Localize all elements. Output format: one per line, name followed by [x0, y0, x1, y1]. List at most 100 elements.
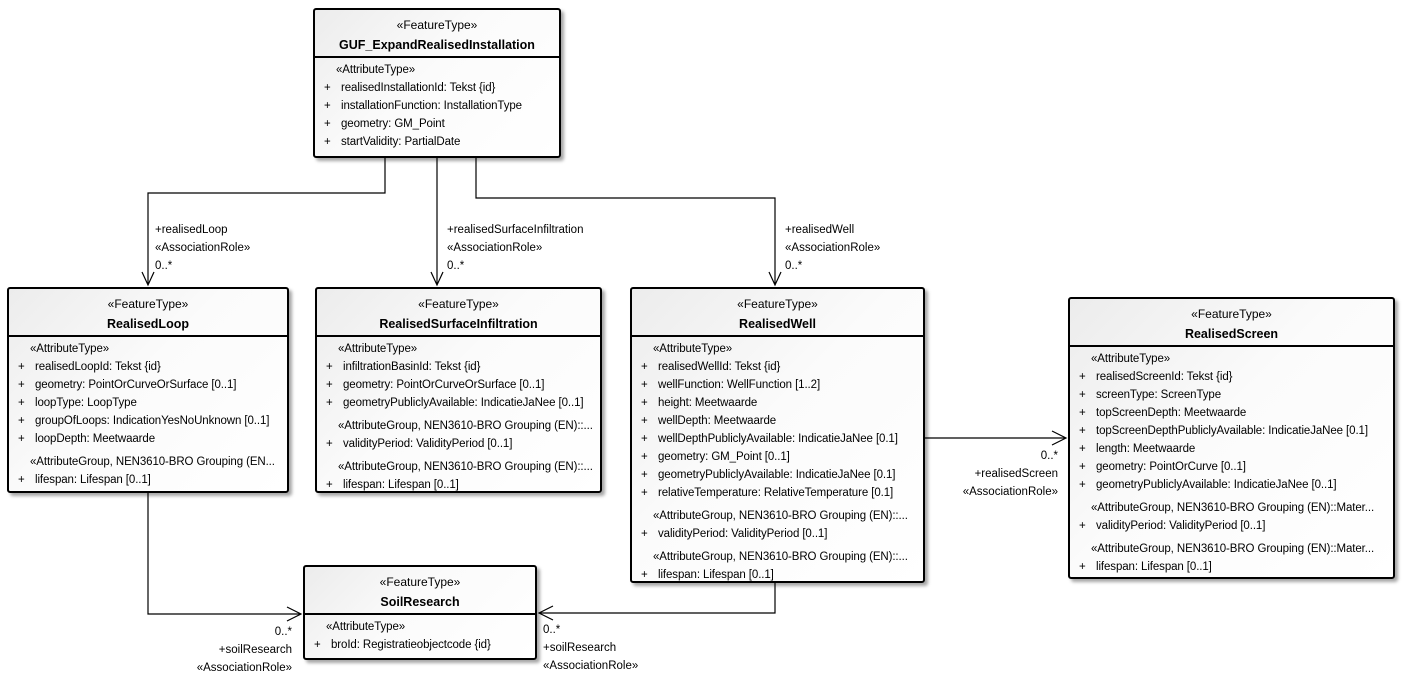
attribute-row[interactable]: «AttributeGroup, NEN3610-BRO Grouping (E…	[632, 548, 923, 566]
class-name: RealisedSurfaceInfiltration	[379, 317, 538, 331]
attribute-row[interactable]: + realisedScreenId: Tekst {id}	[1070, 368, 1393, 386]
attribute-row[interactable]: «AttributeType»	[1070, 350, 1393, 368]
class-name: RealisedScreen	[1184, 327, 1279, 341]
attribute-row[interactable]: + lifespan: Lifespan [0..1]	[1070, 558, 1393, 576]
attribute-text: startValidity: PartialDate	[341, 136, 461, 148]
uml-class-soilresearch[interactable]: «FeatureType» SoilResearch «AttributeTyp…	[303, 565, 537, 660]
attribute-row[interactable]: + geometryPubliclyAvailable: IndicatieJa…	[632, 466, 923, 484]
association-label-realisedwell[interactable]: +realisedWell «AssociationRole» 0..*	[785, 221, 880, 275]
attribute-row[interactable]: + geometry: PointOrCurveOrSurface [0..1]	[317, 376, 600, 394]
attribute-row[interactable]: + wellDepthPubliclyAvailable: IndicatieJ…	[632, 430, 923, 448]
attribute-text: broId: Registratieobjectcode {id}	[331, 639, 491, 651]
attribute-row[interactable]: «AttributeType»	[9, 340, 287, 358]
attribute-text: loopDepth: Meetwaarde	[35, 433, 156, 445]
attribute-row[interactable]: + realisedLoopId: Tekst {id}	[9, 358, 287, 376]
association-line-soilresearch-right[interactable]	[540, 583, 776, 614]
attribute-row[interactable]: «AttributeType»	[317, 340, 600, 358]
attribute-text: length: Meetwaarde	[1096, 443, 1196, 455]
attribute-text: lifespan: Lifespan [0..1]	[35, 474, 151, 486]
attribute-row[interactable]: + screenType: ScreenType	[1070, 386, 1393, 404]
attribute-row[interactable]: + loopDepth: Meetwaarde	[9, 430, 287, 448]
attribute-row[interactable]: + lifespan: Lifespan [0..1]	[9, 471, 287, 489]
association-line-realisedwell[interactable]	[475, 158, 776, 284]
attribute-row[interactable]: «AttributeGroup, NEN3610-BRO Grouping (E…	[1070, 499, 1393, 517]
attribute-row[interactable]: + installationFunction: InstallationType	[315, 97, 559, 115]
attribute-row[interactable]: + startValidity: PartialDate	[315, 133, 559, 151]
attribute-row[interactable]: + geometryPubliclyAvailable: IndicatieJa…	[1070, 476, 1393, 494]
attribute-row[interactable]: + geometry: GM_Point	[315, 115, 559, 133]
class-name: GUF_ExpandRealisedInstallation	[339, 38, 535, 52]
uml-class-realisedwell[interactable]: «FeatureType» RealisedWell «AttributeTyp…	[630, 287, 925, 583]
attribute-text: realisedScreenId: Tekst {id}	[1096, 371, 1233, 383]
attribute-row[interactable]: + validityPeriod: ValidityPeriod [0..1]	[1070, 517, 1393, 535]
association-label-realisedloop[interactable]: +realisedLoop «AssociationRole» 0..*	[155, 221, 250, 275]
association-label-soilresearch-left[interactable]: 0..* +soilResearch «AssociationRole»	[128, 623, 292, 677]
attribute-row[interactable]: + groupOfLoops: IndicationYesNoUnknown […	[9, 412, 287, 430]
attribute-row[interactable]: + lifespan: Lifespan [0..1]	[632, 566, 923, 584]
attribute-row[interactable]: + topScreenDepth: Meetwaarde	[1070, 404, 1393, 422]
attribute-row[interactable]: + validityPeriod: ValidityPeriod [0..1]	[317, 435, 600, 453]
attribute-text: wellDepthPubliclyAvailable: IndicatieJaN…	[658, 433, 898, 445]
attribute-row[interactable]: + geometry: GM_Point [0..1]	[632, 448, 923, 466]
visibility-marker: +	[1079, 461, 1086, 473]
class-name: RealisedWell	[739, 317, 816, 331]
attribute-row[interactable]: + geometry: PointOrCurveOrSurface [0..1]	[9, 376, 287, 394]
attribute-row[interactable]: «AttributeType»	[305, 618, 535, 636]
attribute-row[interactable]: «AttributeGroup, NEN3610-BRO Grouping (E…	[317, 458, 600, 476]
association-label-realisedsurfaceinfiltration[interactable]: +realisedSurfaceInfiltration «Associatio…	[447, 221, 583, 275]
attribute-row[interactable]: «AttributeGroup, NEN3610-BRO Grouping (E…	[317, 417, 600, 435]
attribute-text: validityPeriod: ValidityPeriod [0..1]	[1096, 520, 1266, 532]
class-header: «FeatureType» RealisedScreen	[1070, 299, 1393, 347]
attribute-text: «AttributeType»	[30, 343, 110, 355]
attribute-row[interactable]: + lifespan: Lifespan [0..1]	[317, 476, 600, 494]
visibility-marker: +	[324, 136, 331, 148]
visibility-marker: +	[641, 397, 648, 409]
attribute-row[interactable]: «AttributeType»	[632, 340, 923, 358]
attribute-row[interactable]: + infiltrationBasinId: Tekst {id}	[317, 358, 600, 376]
visibility-marker: +	[1079, 389, 1086, 401]
visibility-marker: +	[641, 487, 648, 499]
attribute-row[interactable]: + validityPeriod: ValidityPeriod [0..1]	[632, 525, 923, 543]
stereotype-label: «AssociationRole»	[785, 242, 881, 254]
attribute-row[interactable]: + broId: Registratieobjectcode {id}	[305, 636, 535, 654]
attribute-row[interactable]: + loopType: LoopType	[9, 394, 287, 412]
role-name-label: +realisedLoop	[155, 224, 228, 236]
uml-class-realisedscreen[interactable]: «FeatureType» RealisedScreen «AttributeT…	[1068, 297, 1395, 579]
attribute-row[interactable]: + relativeTemperature: RelativeTemperatu…	[632, 484, 923, 502]
uml-class-guf-expandrealisedinstallation[interactable]: «FeatureType» GUF_ExpandRealisedInstalla…	[313, 8, 561, 158]
visibility-marker: +	[641, 379, 648, 391]
attribute-row[interactable]: + length: Meetwaarde	[1070, 440, 1393, 458]
attribute-row[interactable]: + topScreenDepthPubliclyAvailable: Indic…	[1070, 422, 1393, 440]
association-line-soilresearch-left[interactable]	[147, 493, 300, 615]
association-label-realisedscreen[interactable]: 0..* +realisedScreen «AssociationRole»	[898, 447, 1058, 501]
stereotype-label: «AssociationRole»	[155, 242, 251, 254]
attribute-row[interactable]: «AttributeType»	[315, 61, 559, 79]
attribute-row[interactable]: + height: Meetwaarde	[632, 394, 923, 412]
attribute-row[interactable]: «AttributeGroup, NEN3610-BRO Grouping (E…	[632, 507, 923, 525]
attribute-text: loopType: LoopType	[35, 397, 137, 409]
uml-class-realisedloop[interactable]: «FeatureType» RealisedLoop «AttributeTyp…	[7, 287, 289, 493]
attribute-row[interactable]: «AttributeGroup, NEN3610-BRO Grouping (E…	[9, 453, 287, 471]
association-label-soilresearch-right[interactable]: 0..* +soilResearch «AssociationRole»	[543, 621, 638, 675]
stereotype-label: «AssociationRole»	[962, 486, 1058, 498]
open-arrowhead-icon	[768, 271, 782, 287]
attribute-row[interactable]: «AttributeGroup, NEN3610-BRO Grouping (E…	[1070, 540, 1393, 558]
attribute-row[interactable]: + geometryPubliclyAvailable: IndicatieJa…	[317, 394, 600, 412]
attribute-row[interactable]: + realisedWellId: Tekst {id}	[632, 358, 923, 376]
attribute-row[interactable]: + wellDepth: Meetwaarde	[632, 412, 923, 430]
multiplicity-label: 0..*	[1040, 450, 1058, 462]
attribute-row[interactable]: + geometry: PointOrCurve [0..1]	[1070, 458, 1393, 476]
class-stereotype: «FeatureType»	[379, 575, 461, 589]
association-line-realisedloop[interactable]	[147, 158, 386, 284]
visibility-marker: +	[324, 118, 331, 130]
attribute-text: «AttributeType»	[338, 343, 418, 355]
visibility-marker: +	[1079, 371, 1086, 383]
attribute-row[interactable]: + realisedInstallationId: Tekst {id}	[315, 79, 559, 97]
visibility-marker: +	[18, 379, 25, 391]
open-arrowhead-icon	[1051, 430, 1068, 446]
attribute-text: groupOfLoops: IndicationYesNoUnknown [0.…	[35, 415, 270, 427]
attribute-row[interactable]: + wellFunction: WellFunction [1..2]	[632, 376, 923, 394]
open-arrowhead-icon	[141, 271, 155, 287]
uml-class-realisedsurfaceinfiltration[interactable]: «FeatureType» RealisedSurfaceInfiltratio…	[315, 287, 602, 493]
